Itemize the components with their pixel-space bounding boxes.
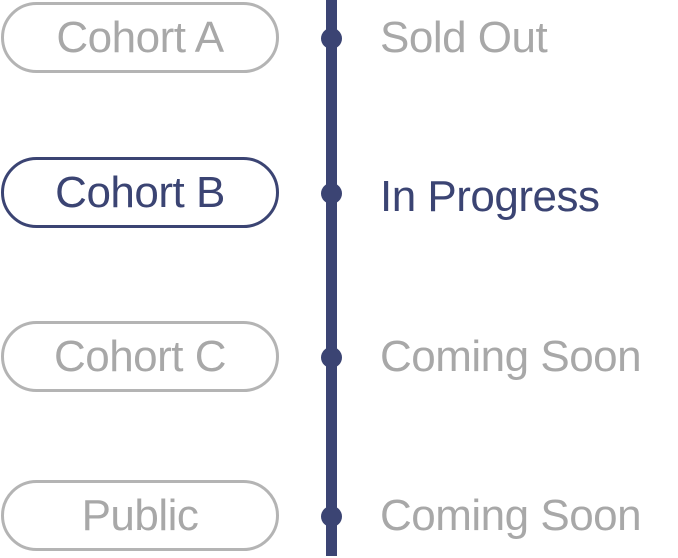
cohort-pill[interactable]: Public <box>1 480 279 551</box>
timeline-dot <box>321 28 342 49</box>
cohort-pill[interactable]: Cohort A <box>1 2 279 73</box>
status-label: Coming Soon <box>380 332 642 381</box>
timeline-row-cohort-b: Cohort B In Progress <box>0 155 678 235</box>
timeline-row-cohort-c: Cohort C Coming Soon <box>0 319 678 399</box>
status-label: Sold Out <box>380 13 548 62</box>
cohort-pill[interactable]: Cohort B <box>1 157 279 228</box>
timeline-dot <box>321 347 342 368</box>
timeline-line <box>326 0 337 556</box>
timeline-dot <box>321 506 342 527</box>
cohort-pill[interactable]: Cohort C <box>1 321 279 392</box>
timeline-dot <box>321 183 342 204</box>
timeline-row-cohort-a: Cohort A Sold Out <box>0 0 678 80</box>
timeline-row-public: Public Coming Soon <box>0 478 678 558</box>
status-label: In Progress <box>380 172 600 221</box>
status-label: Coming Soon <box>380 491 642 540</box>
